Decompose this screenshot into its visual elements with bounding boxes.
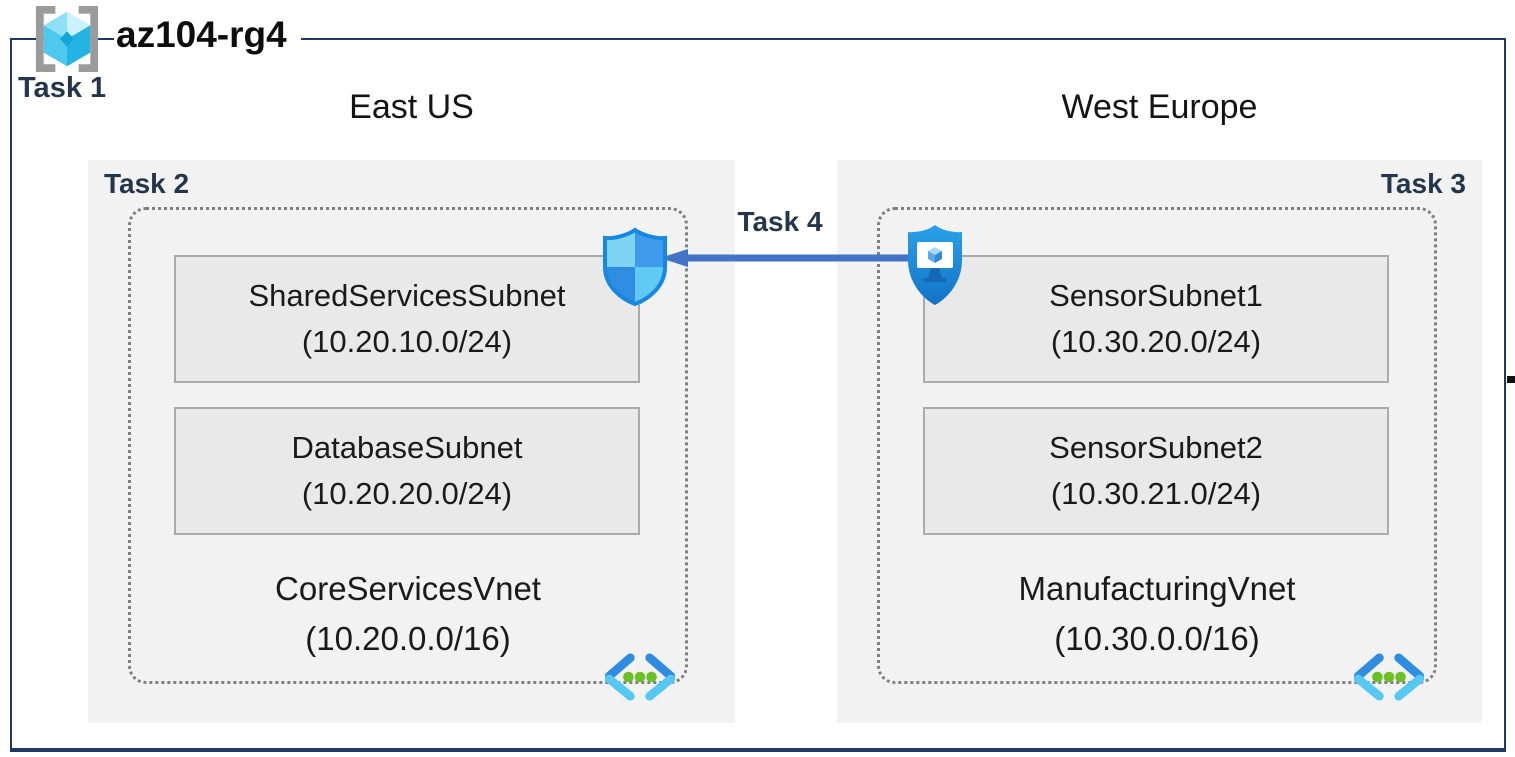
task4-label: Task 4 [737, 206, 823, 237]
subnet-cidr: (10.30.20.0/24) [1050, 324, 1262, 359]
subnet-name: DatabaseSubnet [291, 429, 523, 465]
edge-tick-mark [1507, 376, 1515, 383]
monitor-stand [928, 268, 942, 278]
vnet-name-text: CoreServicesVnet [275, 570, 541, 607]
bracket-right [78, 5, 99, 73]
sensor-subnet1-box: SensorSubnet1 (10.30.20.0/24) [923, 255, 1389, 383]
resource-group-title: az104-rg4 [114, 14, 301, 60]
resource-group-icon [35, 5, 99, 73]
vnet-label: ManufacturingVnet (10.30.0.0/16) [877, 564, 1437, 664]
region-label-west-europe: West Europe [1061, 88, 1258, 126]
shared-services-subnet-box: SharedServicesSubnet (10.20.10.0/24) [174, 255, 640, 383]
subnet-cidr: (10.20.20.0/24) [301, 476, 513, 511]
subnet-cidr: (10.30.21.0/24) [1050, 476, 1262, 511]
peering-arrow [660, 249, 910, 267]
subnet-name: SensorSubnet2 [1049, 429, 1263, 465]
vnet-cidr-text: (10.30.0.0/16) [1054, 620, 1260, 657]
task2-label: Task 2 [104, 168, 190, 199]
resource-group-frame [10, 38, 1506, 752]
arrowhead-left [660, 249, 688, 267]
task1-label: Task 1 [18, 72, 107, 104]
bastion-shield-monitor-icon [908, 225, 962, 305]
subnet-name: SharedServicesSubnet [248, 277, 566, 313]
network-security-group-shield-icon [603, 227, 667, 307]
manufacturing-vnet-container [877, 207, 1437, 684]
vnet-label: CoreServicesVnet (10.20.0.0/16) [128, 564, 688, 664]
sensor-subnet2-box: SensorSubnet2 (10.30.21.0/24) [923, 407, 1389, 535]
bracket-left [35, 5, 56, 73]
virtual-network-icon [1353, 653, 1425, 701]
database-subnet-box: DatabaseSubnet (10.20.20.0/24) [174, 407, 640, 535]
virtual-network-icon [604, 653, 676, 701]
subnet-cidr: (10.20.10.0/24) [301, 324, 513, 359]
vnet-cidr-text: (10.20.0.0/16) [305, 620, 511, 657]
subnet-name: SensorSubnet1 [1049, 277, 1263, 313]
core-services-vnet-container [128, 207, 688, 684]
region-label-east-us: East US [349, 88, 474, 126]
task3-label: Task 3 [1380, 168, 1466, 199]
vnet-name-text: ManufacturingVnet [1018, 570, 1296, 607]
